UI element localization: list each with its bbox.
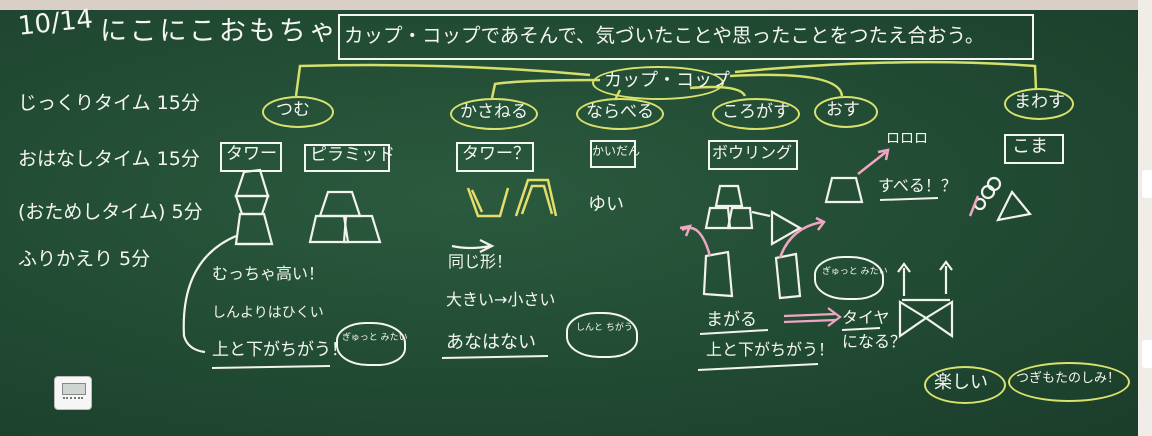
- note-text: すべる！？: [878, 176, 957, 195]
- category-kasaneru: かさねる: [460, 102, 528, 122]
- note-text: しんよりはひくい: [212, 305, 324, 321]
- category-oval: [450, 98, 538, 130]
- timer-buttons: [63, 397, 83, 405]
- thought-bubble: [814, 256, 884, 300]
- feeling-text: つぎもたのしみ！: [1016, 371, 1121, 386]
- koma-label: こま: [1012, 136, 1048, 157]
- category-naraberu: ならべる: [586, 102, 654, 122]
- goal-box: [338, 14, 1034, 60]
- timer-display: [62, 383, 86, 395]
- feeling-oval: [924, 366, 1006, 404]
- category-tsumu: つむ: [276, 100, 310, 120]
- schedule-item: おはなしタイム 15分: [18, 148, 200, 170]
- board-frame-top: [0, 0, 1152, 10]
- kitchen-timer-icon: [54, 376, 92, 410]
- center-label: カップ・コップ: [604, 70, 730, 91]
- note-text: 同じ形！: [448, 252, 513, 271]
- feeling-text: 楽しい: [934, 372, 988, 393]
- schedule-item: (おためしタイム) 5分: [18, 201, 203, 223]
- note-text: 大きい→小さい: [446, 290, 556, 309]
- thought-bubble: [336, 322, 406, 366]
- note-text: ゆい: [588, 194, 624, 215]
- category-oval: [262, 96, 334, 128]
- note-text: タイヤ: [842, 308, 890, 327]
- category-oval: [712, 98, 800, 130]
- category-korogasu: ころがす: [722, 102, 790, 122]
- category-mawasu: まわす: [1014, 92, 1065, 112]
- koma-box: [1004, 134, 1064, 164]
- center-oval: [592, 66, 724, 100]
- magnet-icon: [1142, 340, 1152, 368]
- note-text: あなはない: [446, 332, 536, 353]
- tower-label: タワー: [226, 144, 277, 164]
- kaidan-label: かいだん: [592, 144, 641, 158]
- category-osu: おす: [826, 100, 860, 120]
- thought-bubble: [566, 312, 638, 358]
- tower-box: [220, 142, 282, 172]
- note-text: 上と下がちがう！: [212, 340, 348, 360]
- board-frame-right: [1138, 0, 1152, 436]
- lesson-goal: カップ・コップであそんで、気づいたことや思ったことをつたえ合おう。: [344, 24, 985, 47]
- bowling-label: ボウリング: [712, 143, 793, 162]
- pyramid-box: [304, 144, 390, 172]
- category-oval: [576, 98, 664, 130]
- feeling-oval: [1008, 362, 1130, 402]
- bowling-box: [708, 140, 798, 170]
- note-text: になる？: [842, 332, 907, 351]
- bubble-text: ぎゅっと みたい: [342, 333, 408, 343]
- magnet-icon: [1142, 170, 1152, 198]
- category-oval: [814, 96, 878, 128]
- schedule-item: じっくりタイム 15分: [18, 92, 200, 114]
- bubble-text: しんと ちがう: [576, 323, 633, 333]
- pyramid-label: ピラミッド: [310, 145, 395, 165]
- tower-q-box: [456, 142, 534, 172]
- category-oval: [1004, 88, 1074, 120]
- schedule-item: ふりかえり 5分: [18, 248, 151, 270]
- kaidan-box: [590, 140, 636, 168]
- note-text: むっちゃ高い！: [212, 264, 325, 283]
- note-text: ロロロ: [886, 131, 928, 147]
- note-text: まがる: [706, 310, 757, 330]
- lesson-title: にこにこおもちゃ: [100, 16, 339, 47]
- bubble-text: ぎゅっと みたい: [822, 267, 888, 277]
- note-text: 上と下がちがう！: [706, 340, 835, 359]
- tower-q-label: タワー？: [462, 144, 530, 164]
